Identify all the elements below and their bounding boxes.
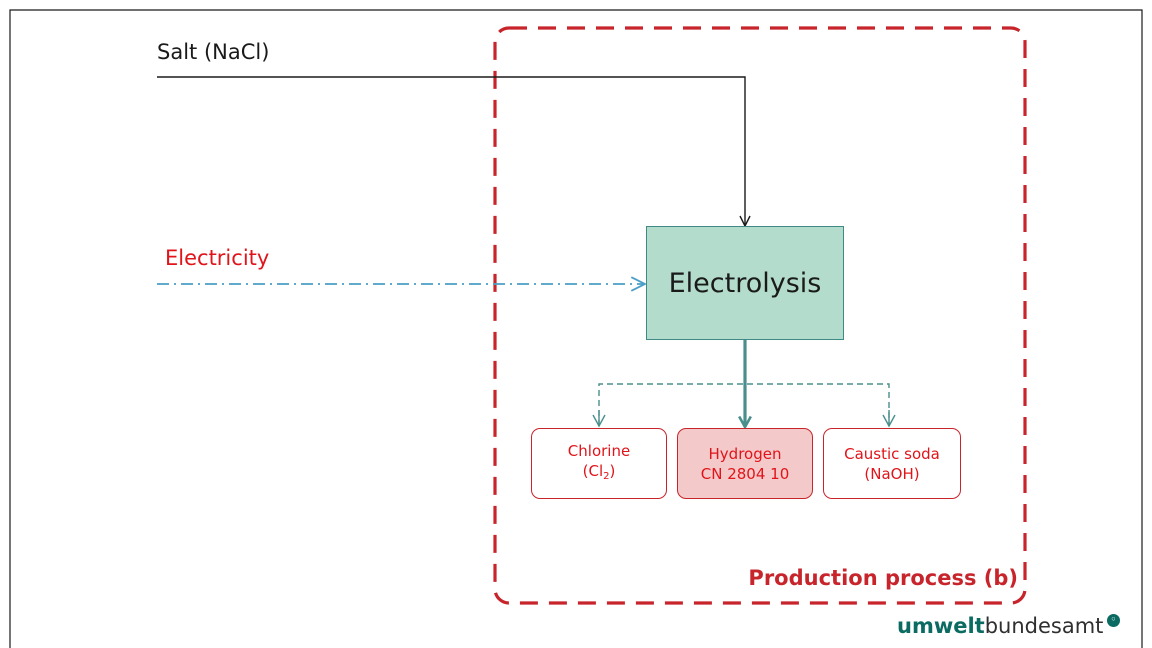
product-caustic-soda: Caustic soda (NaOH) (823, 428, 961, 499)
salt-flow-arrow (157, 76, 745, 226)
byproduct-branch (598, 383, 890, 426)
umweltbundesamt-logo: umweltbundesamt (897, 614, 1104, 638)
process-label: Electrolysis (668, 267, 822, 299)
product-hydrogen: Hydrogen CN 2804 10 (677, 428, 813, 499)
salt-input-label: Salt (NaCl) (157, 40, 270, 64)
product-caustic-soda-formula: (NaOH) (864, 464, 920, 483)
product-chlorine-name: Chlorine (567, 441, 631, 460)
logo-mark-icon: ◦ (1107, 614, 1120, 627)
page-frame (9, 9, 1143, 648)
product-hydrogen-code: CN 2804 10 (700, 464, 790, 483)
electricity-input-label: Electricity (165, 246, 270, 270)
product-caustic-soda-name: Caustic soda (844, 444, 940, 463)
product-hydrogen-name: Hydrogen (708, 444, 782, 463)
product-chlorine-formula: (Cl2) (582, 461, 616, 482)
product-chlorine: Chlorine (Cl2) (531, 428, 667, 499)
electrolysis-process-box: Electrolysis (646, 226, 844, 340)
production-boundary (493, 26, 1027, 605)
boundary-label: Production process (b) (748, 566, 1018, 590)
